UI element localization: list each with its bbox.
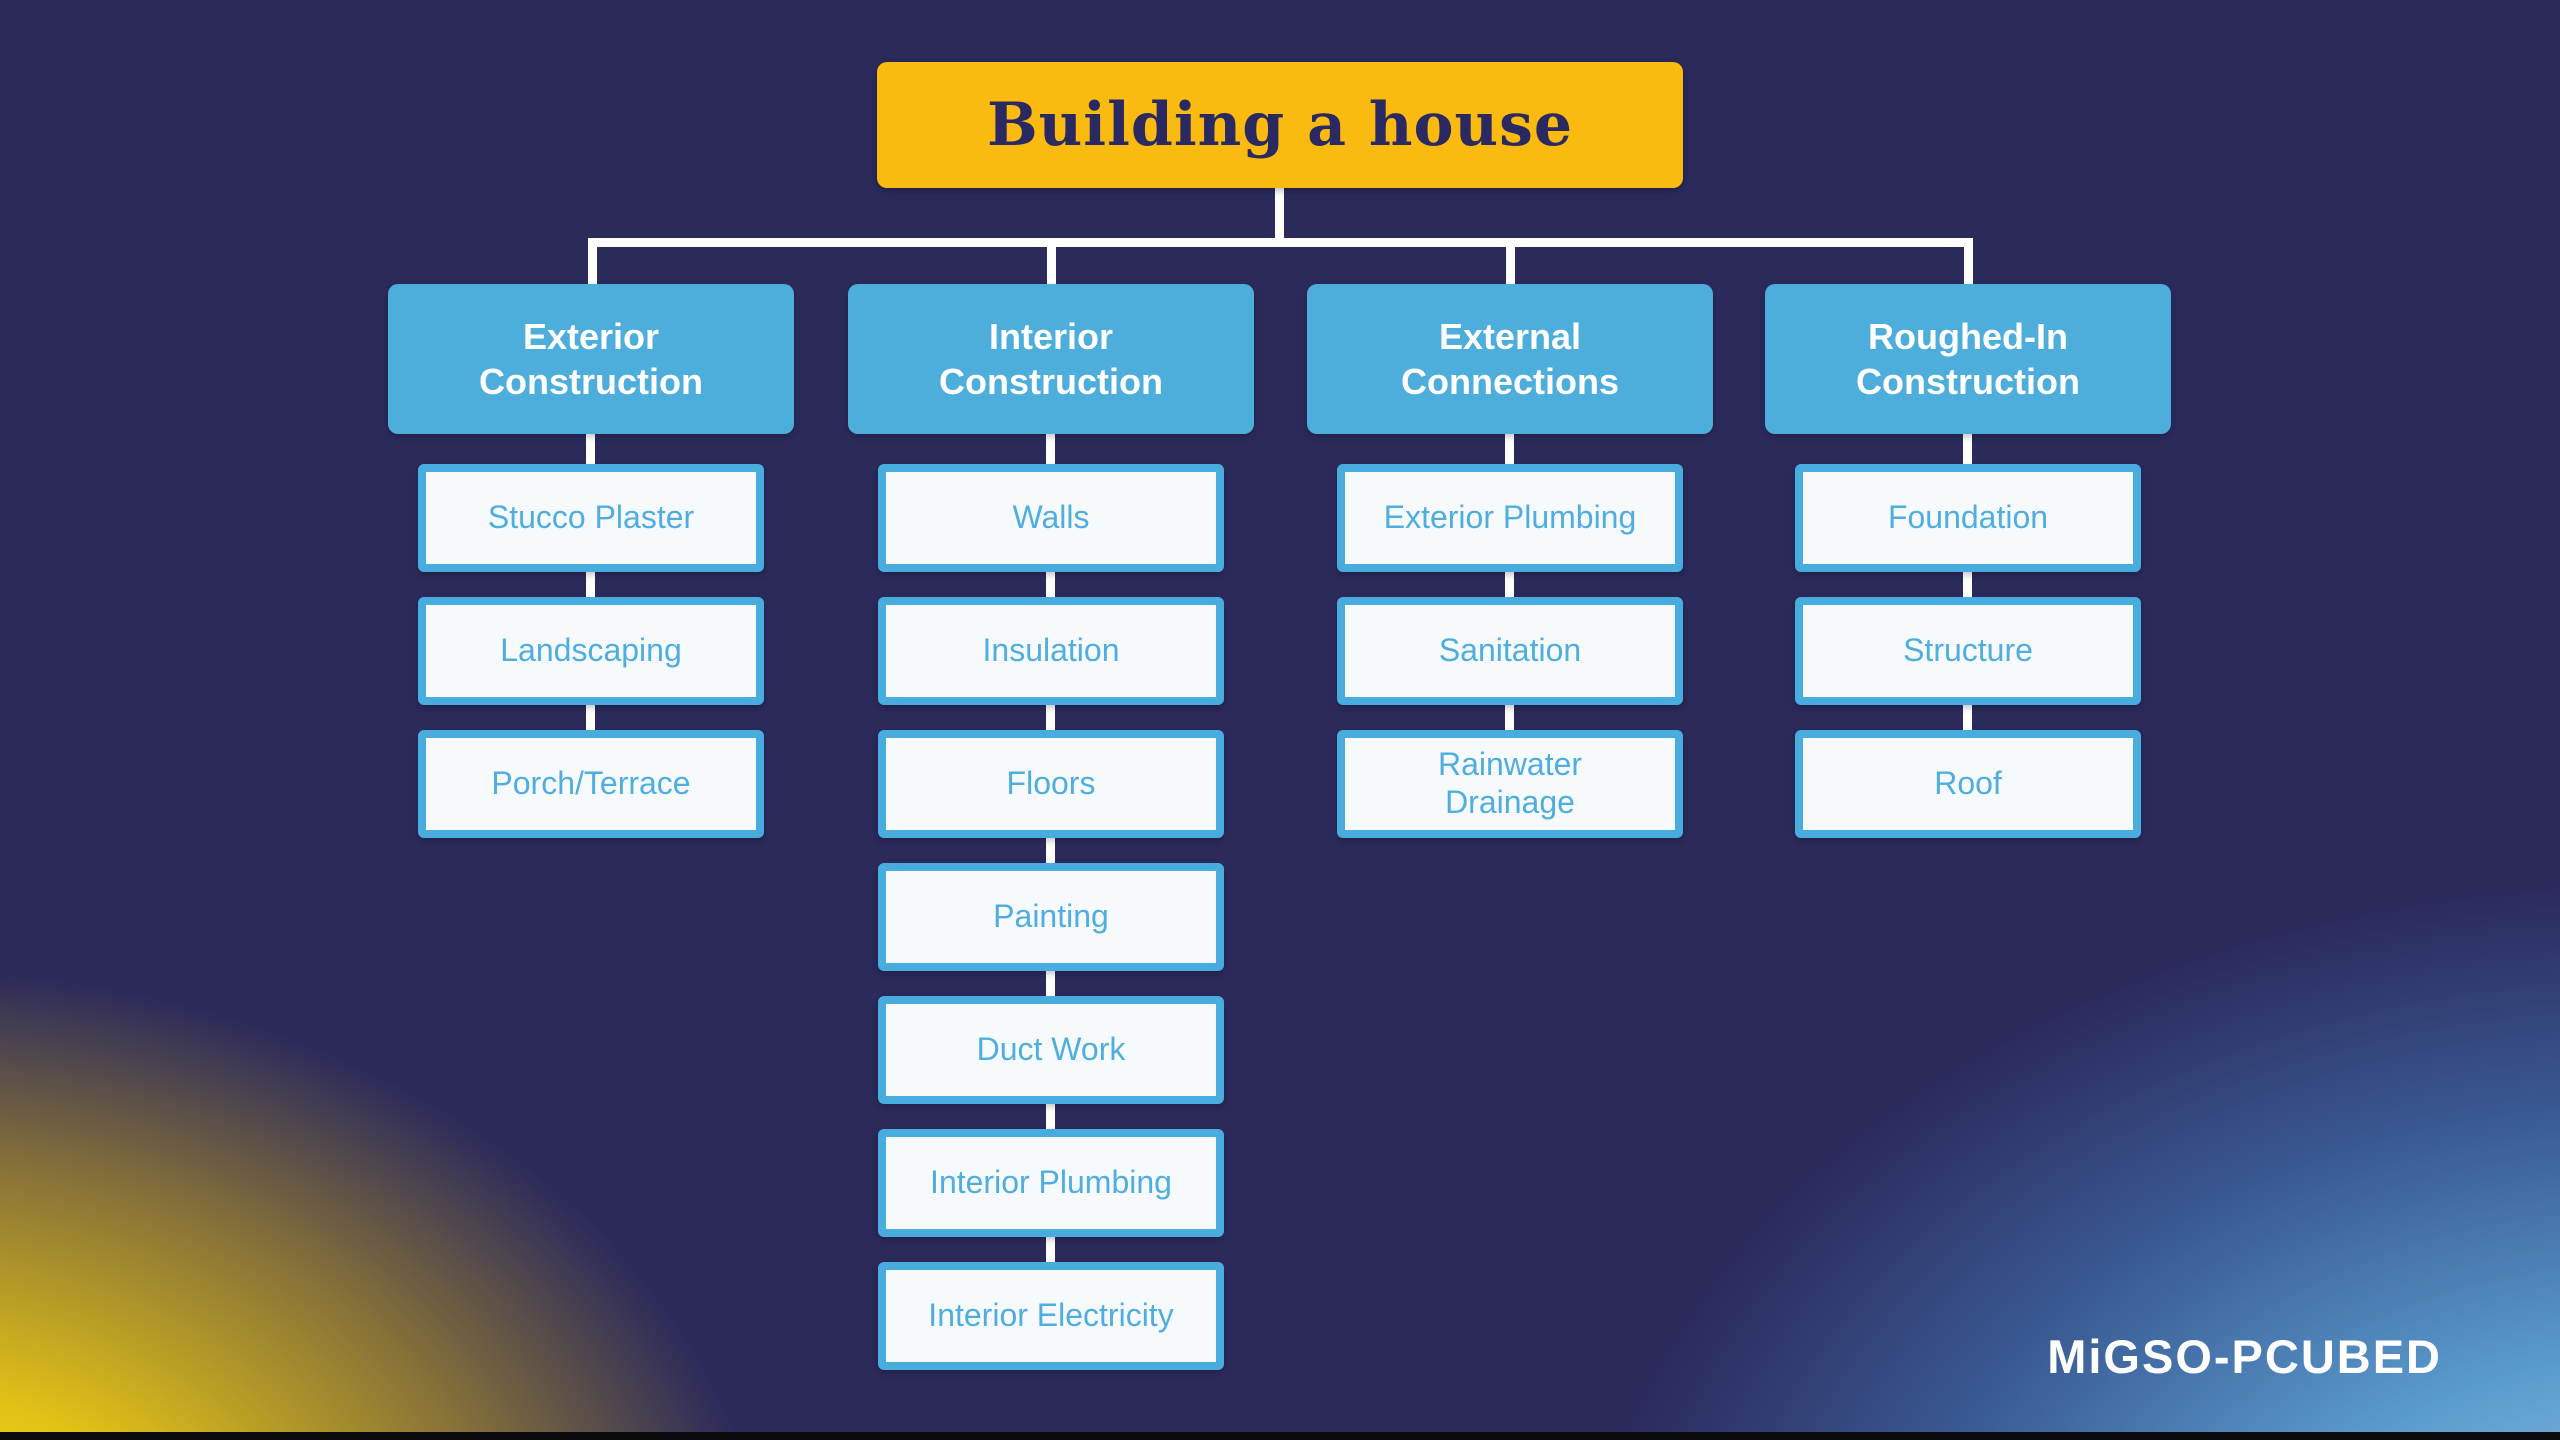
column-external-connections: External Connections Exterior Plumbing S… bbox=[1307, 284, 1713, 838]
connector-stub-external bbox=[1506, 245, 1515, 285]
connector-stub-interior bbox=[1047, 245, 1056, 285]
column-header: Roughed-In Construction bbox=[1765, 284, 2171, 434]
child-node: Floors bbox=[878, 730, 1224, 838]
connector-stub-roughedin bbox=[1964, 245, 1973, 285]
column-roughed-in-construction: Roughed-In Construction Foundation Struc… bbox=[1765, 284, 2171, 838]
connector-stub-exterior bbox=[588, 245, 597, 285]
column-header: Interior Construction bbox=[848, 284, 1254, 434]
child-node: Exterior Plumbing bbox=[1337, 464, 1683, 572]
child-node: Foundation bbox=[1795, 464, 2141, 572]
root-node: Building a house bbox=[877, 62, 1683, 188]
child-node: Roof bbox=[1795, 730, 2141, 838]
diagram-title: Building a house bbox=[986, 90, 1574, 160]
column-header: External Connections bbox=[1307, 284, 1713, 434]
child-node: Walls bbox=[878, 464, 1224, 572]
column-interior-construction: Interior Construction Walls Insulation F… bbox=[848, 284, 1254, 1370]
connector-horizontal bbox=[588, 238, 1973, 247]
child-node: Insulation bbox=[878, 597, 1224, 705]
brand-logo: MiGSO-PCUBED bbox=[2047, 1330, 2442, 1383]
connector-title-vertical bbox=[1275, 186, 1284, 242]
child-node: Landscaping bbox=[418, 597, 764, 705]
column-exterior-construction: Exterior Construction Stucco Plaster Lan… bbox=[388, 284, 794, 838]
child-node: Interior Plumbing bbox=[878, 1129, 1224, 1237]
child-node: Stucco Plaster bbox=[418, 464, 764, 572]
child-node: Structure bbox=[1795, 597, 2141, 705]
child-node: Porch/Terrace bbox=[418, 730, 764, 838]
column-header: Exterior Construction bbox=[388, 284, 794, 434]
child-node: Rainwater Drainage bbox=[1337, 730, 1683, 838]
child-node: Interior Electricity bbox=[878, 1262, 1224, 1370]
child-node: Sanitation bbox=[1337, 597, 1683, 705]
child-node: Painting bbox=[878, 863, 1224, 971]
bottom-edge-bar bbox=[0, 1432, 2560, 1440]
child-node: Duct Work bbox=[878, 996, 1224, 1104]
